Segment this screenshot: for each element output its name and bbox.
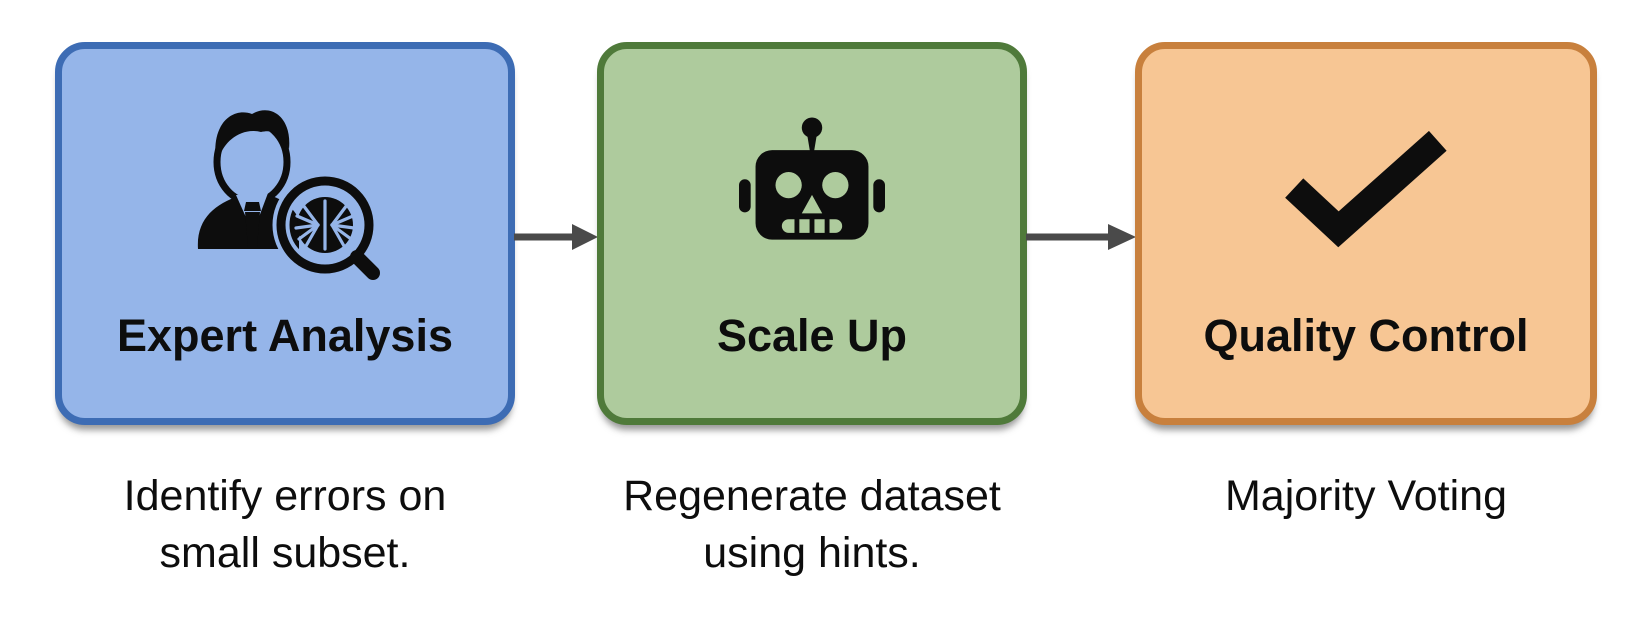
- step-box-expert-analysis: Expert Analysis: [55, 42, 515, 425]
- step-label: Quality Control: [1203, 310, 1529, 361]
- robot-icon: [739, 117, 885, 240]
- step-box-quality-control: Quality Control: [1135, 42, 1597, 425]
- step-box-scale-up: Scale Up: [597, 42, 1027, 425]
- step-icon-wrap: [189, 95, 381, 285]
- step-caption: Identify errors on small subset.: [123, 472, 447, 577]
- checkmark-icon: [1285, 131, 1447, 248]
- expert-analysis-magnifier-brain-icon: [197, 110, 380, 280]
- step-icon-wrap: [1282, 95, 1450, 285]
- step-caption: Majority Voting: [1224, 472, 1508, 520]
- arrow-right-icon: [1026, 224, 1136, 250]
- step-caption: Regenerate dataset using hints.: [623, 472, 1001, 577]
- arrow-right-icon: [514, 224, 598, 250]
- step-label: Expert Analysis: [117, 310, 453, 361]
- step-label: Scale Up: [716, 310, 908, 361]
- step-icon-wrap: [739, 95, 885, 285]
